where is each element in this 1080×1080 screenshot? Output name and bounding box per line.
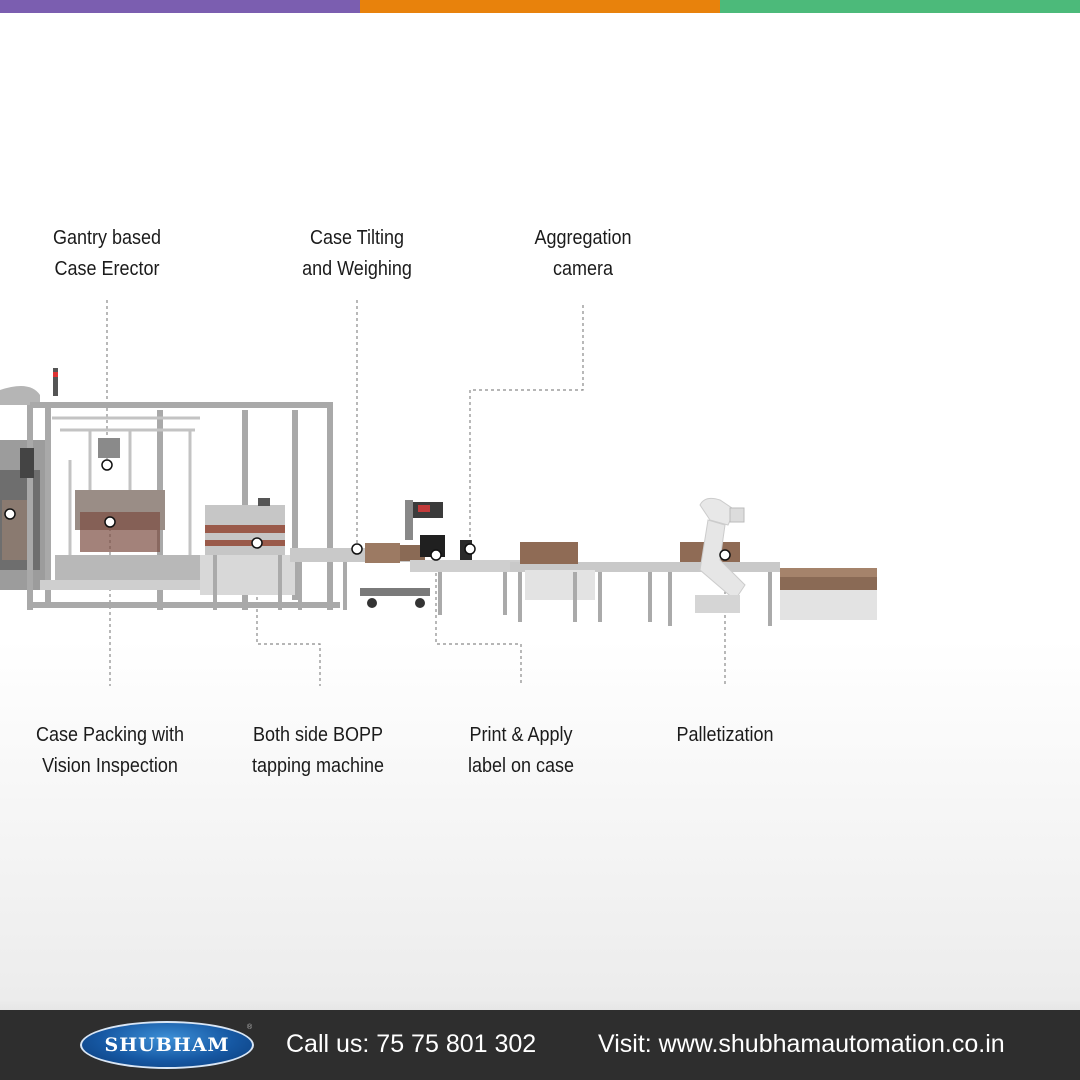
tilting-weighing-conveyor bbox=[290, 543, 430, 610]
left-cabinet bbox=[0, 386, 45, 590]
call-us-text[interactable]: Call us: 75 75 801 302 bbox=[286, 1030, 537, 1058]
palletizing-robot bbox=[695, 497, 746, 613]
label-case-packing-vision: Case Packing with Vision Inspection bbox=[35, 724, 185, 777]
label-aggregation-camera: Aggregation camera bbox=[534, 227, 632, 280]
hmi-screen bbox=[20, 448, 34, 478]
logo-text: SHUBHAM bbox=[104, 1034, 230, 1056]
callout-dot bbox=[101, 459, 113, 471]
label-gantry-case-erector: Gantry based Case Erector bbox=[52, 227, 162, 280]
callout-dot bbox=[351, 543, 363, 555]
top-bar-orange bbox=[360, 0, 720, 13]
shubham-logo[interactable]: SHUBHAM bbox=[80, 1021, 254, 1069]
packing-line-illustration bbox=[0, 300, 877, 686]
callout-dot bbox=[104, 516, 116, 528]
callout-dot bbox=[464, 543, 476, 555]
label-bopp-tapping: Both side BOPP tapping machine bbox=[251, 724, 385, 777]
callout-dot bbox=[430, 549, 442, 561]
leader-lines bbox=[106, 300, 726, 686]
bopp-taping-machine bbox=[200, 498, 295, 610]
top-color-bar bbox=[0, 0, 1080, 13]
top-bar-purple bbox=[0, 0, 360, 13]
callout-dots bbox=[4, 459, 731, 561]
callout-dot bbox=[4, 508, 16, 520]
footer-bar: SHUBHAM ® Call us: 75 75 801 302 Visit: … bbox=[0, 1010, 1080, 1080]
callout-dot bbox=[251, 537, 263, 549]
top-bar-green bbox=[720, 0, 1080, 13]
registered-mark-icon: ® bbox=[247, 1024, 253, 1031]
pallet-with-cases bbox=[780, 568, 877, 620]
label-palletization: Palletization bbox=[676, 724, 774, 746]
label-case-tilting-weighing: Case Tilting and Weighing bbox=[302, 227, 412, 280]
print-apply-unit bbox=[405, 500, 520, 615]
signal-tower bbox=[53, 368, 58, 396]
website-link[interactable]: Visit: www.shubhamautomation.co.in bbox=[598, 1030, 1005, 1058]
label-print-apply: Print & Apply label on case bbox=[467, 724, 575, 777]
callout-dot bbox=[719, 549, 731, 561]
